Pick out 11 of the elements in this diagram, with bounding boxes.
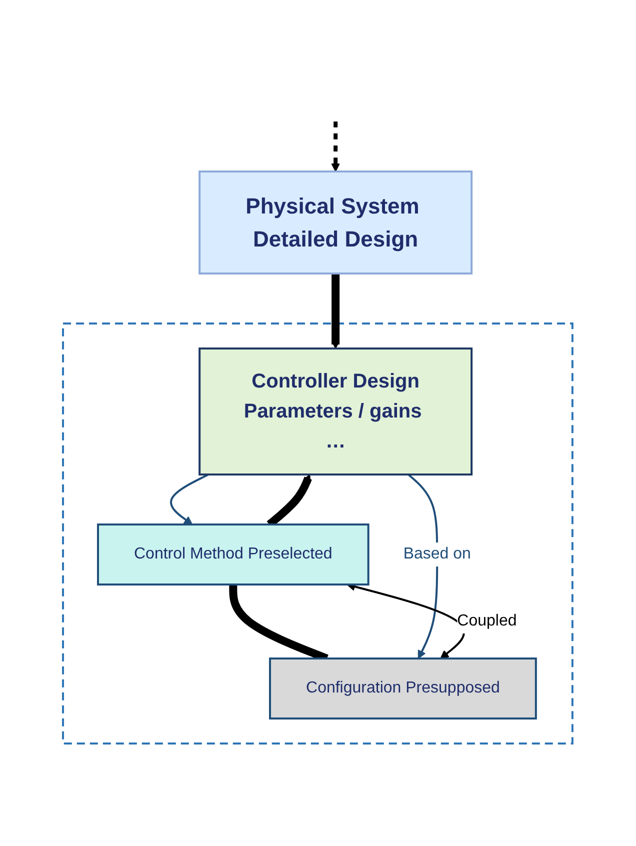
arrow — [408, 474, 438, 659]
arrow — [331, 273, 340, 349]
edge-label: Coupled — [457, 612, 518, 630]
node-box: Configuration Presupposed — [269, 657, 538, 720]
cluster — [62, 322, 574, 744]
node-box: Physical System Detailed Design — [198, 170, 473, 274]
edge-label: Based on — [404, 545, 472, 562]
node-box: Controller Design Parameters / gains … — [198, 347, 473, 476]
node-box: Control Method Preselected — [97, 523, 370, 586]
arrow — [331, 121, 340, 172]
arrow — [170, 473, 210, 525]
